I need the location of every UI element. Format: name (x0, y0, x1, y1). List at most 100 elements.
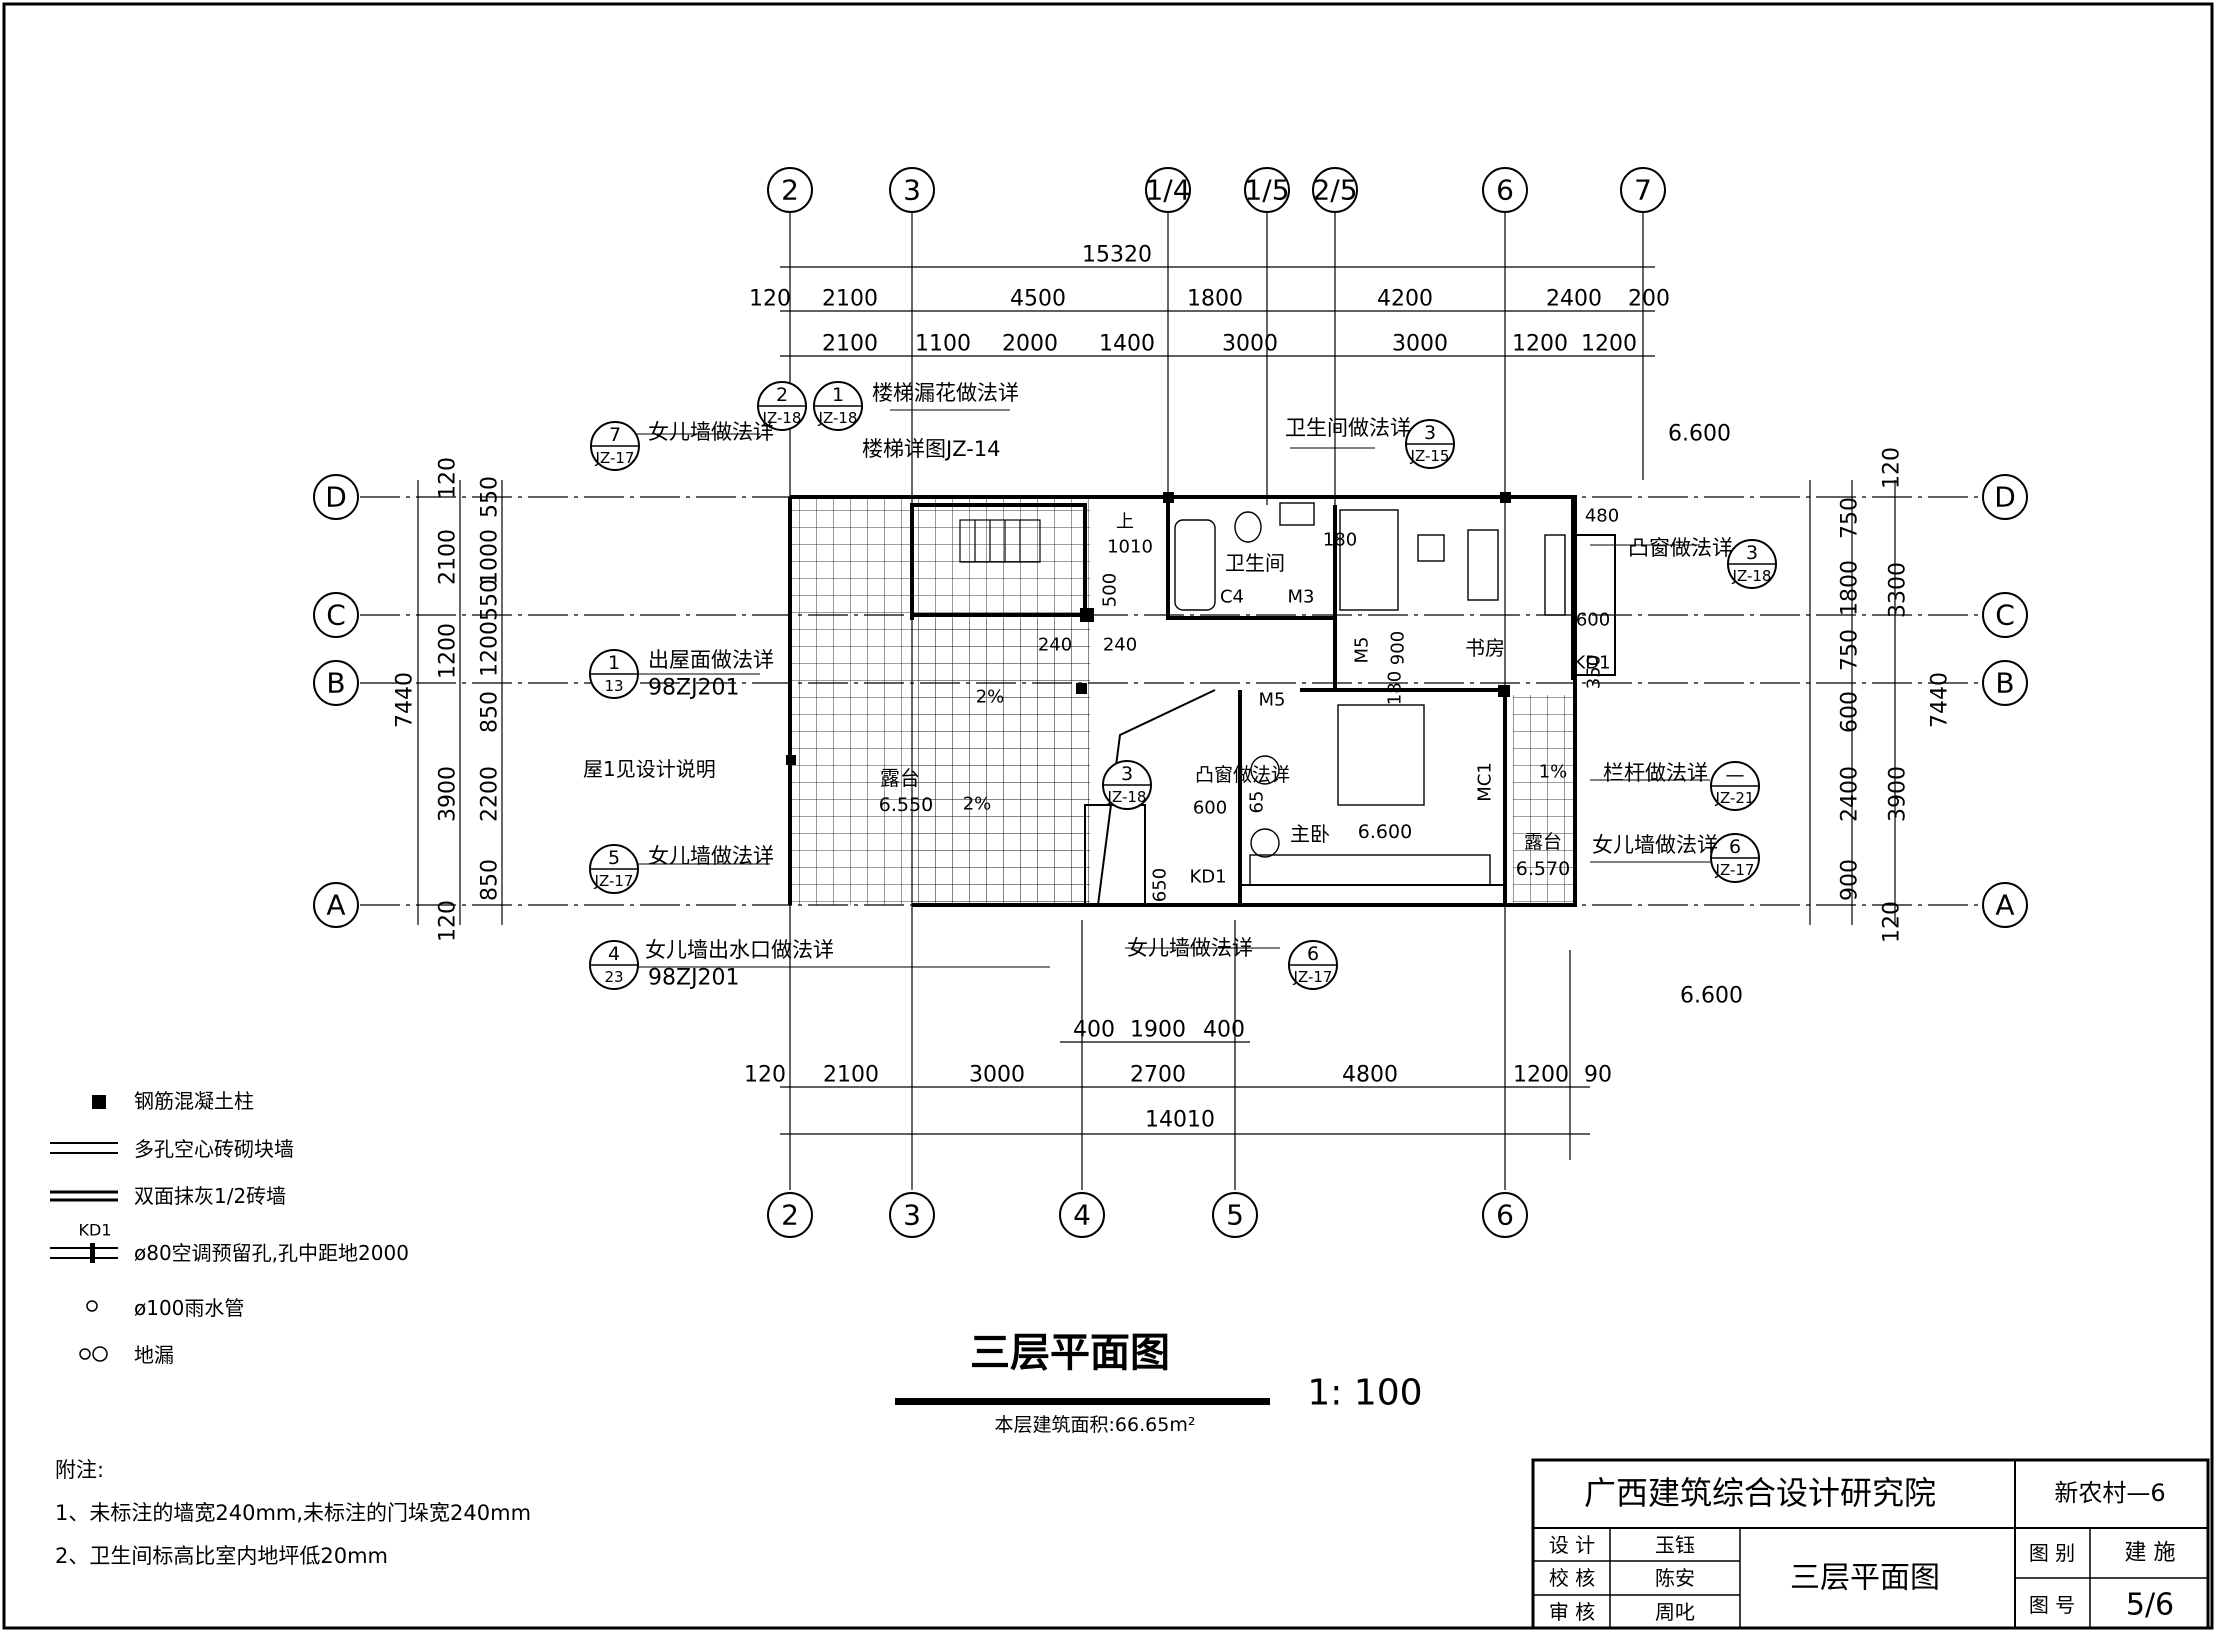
leader-lines (630, 409, 1710, 968)
label-d65: 65 (1247, 791, 1268, 814)
label-d480: 480 (1585, 506, 1619, 527)
label-d180b: 180 (1385, 671, 1406, 705)
axis-bubble-top-6 (1620, 167, 1666, 213)
floor-drain-icon (79, 1346, 108, 1362)
project-name: 新农村—6 (2054, 1479, 2165, 1507)
dim-top-row1-2: 4500 (1010, 287, 1066, 312)
dim-left-row2-2: 550 (478, 579, 503, 621)
drawing-area: 本层建筑面积:66.65m² (995, 1414, 1196, 1436)
check-label: 校 核 (1549, 1566, 1595, 1590)
dim-bottom-row1-4: 4800 (1342, 1063, 1398, 1088)
ref-stair-a-number: 2 (776, 384, 788, 406)
label-d900: 900 (1388, 631, 1409, 665)
axis-label-top-2: 1/4 (1145, 174, 1190, 207)
ref-railing-number: — (1726, 764, 1745, 786)
terrace-paving-left-inner (912, 620, 1090, 905)
axis-bubble-bottom-3 (1212, 1192, 1258, 1238)
axis-bubble-left-0 (313, 474, 359, 520)
review-name: 周叱 (1655, 1600, 1695, 1624)
label-m5a: M5 (1352, 637, 1373, 664)
legend-label-4: ø100雨水管 (134, 1296, 244, 1320)
design-name: 玉钰 (1655, 1533, 1695, 1557)
title-block-frame (1531, 1458, 2210, 1630)
label-m3: M3 (1288, 587, 1315, 608)
label-d350: 350 (1584, 655, 1605, 689)
elev-terrace-left: 6.550 (879, 794, 933, 816)
label-bay-window-mid: 凸窗做法详 (1195, 764, 1290, 786)
label-mc1: MC1 (1475, 762, 1496, 802)
dim-top-row2-1: 1100 (915, 332, 971, 357)
axis-label-top-3: 1/5 (1244, 174, 1289, 207)
ref-parapet-left-sheet: JZ-17 (594, 872, 634, 890)
ref-parapet-right-number: 6 (1729, 836, 1741, 858)
dim-left-row2-6: 850 (478, 859, 503, 901)
dim-bottom-row1-5: 1200 (1513, 1063, 1569, 1088)
dim-left-row1-1: 2100 (436, 529, 461, 585)
ref-stair-a-sheet: JZ-18 (762, 409, 802, 427)
dim-top-total: 15320 (1082, 243, 1152, 268)
axis-label-bottom-3: 5 (1226, 1199, 1244, 1232)
ref-parapet-bottom-number: 6 (1307, 943, 1319, 965)
dim-top-row2-3: 1400 (1099, 332, 1155, 357)
label-parapet-top: 女儿墙做法详 (648, 420, 774, 444)
axis-bubble-left-1 (313, 592, 359, 638)
label-elev-bottom: 6.600 (1680, 984, 1743, 1009)
dim-left-row1-0: 120 (436, 457, 461, 499)
axis-bubble-right-2 (1982, 660, 2028, 706)
elev-master: 6.600 (1358, 821, 1412, 843)
dim-bottom-row1-3: 2700 (1130, 1063, 1186, 1088)
label-parapet-right: 女儿墙做法详 (1592, 833, 1718, 857)
label-railing: 栏杆做法详 (1603, 761, 1708, 785)
notes-heading: 附注: (55, 1458, 104, 1482)
dim-left-row2-0: 550 (478, 476, 503, 518)
notes-item-1: 1、未标注的墙宽240mm,未标注的门垛宽240mm (55, 1501, 531, 1525)
ref-bay-mid-number: 3 (1121, 763, 1133, 785)
dim-right-row1-0: 3300 (1886, 562, 1911, 618)
label-roof-exit: 出屋面做法详 (648, 648, 774, 672)
dim-top-row1-5: 2400 (1546, 287, 1602, 312)
label-d600a: 600 (1576, 610, 1610, 631)
ref-parapet-top-number: 7 (609, 424, 621, 446)
dim-left-row2-1: 1000 (478, 529, 503, 585)
columns (786, 492, 1511, 765)
axis-bubble-top-3 (1244, 167, 1290, 213)
ref-stair-b-number: 1 (832, 384, 844, 406)
axis-grid (789, 210, 1644, 1190)
axis-bubble-top-5 (1482, 167, 1528, 213)
dim-bottom-row1-1: 2100 (823, 1063, 879, 1088)
axis-label-left-3: A (326, 889, 345, 922)
number-value: 5/6 (2126, 1588, 2174, 1623)
dim-right-row2-6: 900 (1838, 859, 1863, 901)
dim-left-total: 7440 (393, 672, 418, 728)
axis-label-right-2: B (1995, 667, 2014, 700)
dim-right-row2-5: 2400 (1838, 766, 1863, 822)
ref-parapet-top-sheet: JZ-17 (595, 449, 635, 467)
number-label: 图 号 (2029, 1593, 2075, 1617)
legend-label-2: 双面抹灰1/2砖墙 (134, 1184, 286, 1208)
dim-left-row1-2: 1200 (436, 623, 461, 679)
drain-pipe-icon (86, 1300, 98, 1312)
label-c4: C4 (1220, 587, 1244, 608)
room-terrace-right: 露台 (1524, 831, 1562, 853)
dim-top-row2-4: 3000 (1222, 332, 1278, 357)
legend-label-3: ø80空调预留孔,孔中距地2000 (134, 1241, 409, 1265)
ref-outlet-sheet: 23 (604, 968, 623, 986)
axis-label-top-5: 6 (1496, 174, 1514, 207)
axis-bubble-right-1 (1982, 592, 2028, 638)
dim-right-total: 7440 (1928, 672, 1953, 728)
label-parapet-bottom: 女儿墙做法详 (1127, 936, 1253, 960)
dim-right-row2-0: 120 (1880, 447, 1905, 489)
axis-bubble-right-3 (1982, 882, 2028, 928)
dim-bottom-row0-2: 400 (1203, 1018, 1245, 1043)
dim-top-row2-5: 3000 (1392, 332, 1448, 357)
dim-right-row2-7: 120 (1880, 901, 1905, 943)
column-icon (92, 1095, 106, 1109)
legend-label-0: 钢筋混凝土柱 (134, 1089, 254, 1113)
dim-bottom-row0-0: 400 (1073, 1018, 1115, 1043)
label-slope1: 2% (976, 687, 1005, 708)
axis-bubble-top-4 (1312, 167, 1358, 213)
ac-hole-icon (50, 1243, 118, 1263)
dim-right-row2-1: 750 (1838, 497, 1863, 539)
terrace-paving-right (1513, 695, 1573, 905)
fixtures (1174, 502, 1566, 886)
